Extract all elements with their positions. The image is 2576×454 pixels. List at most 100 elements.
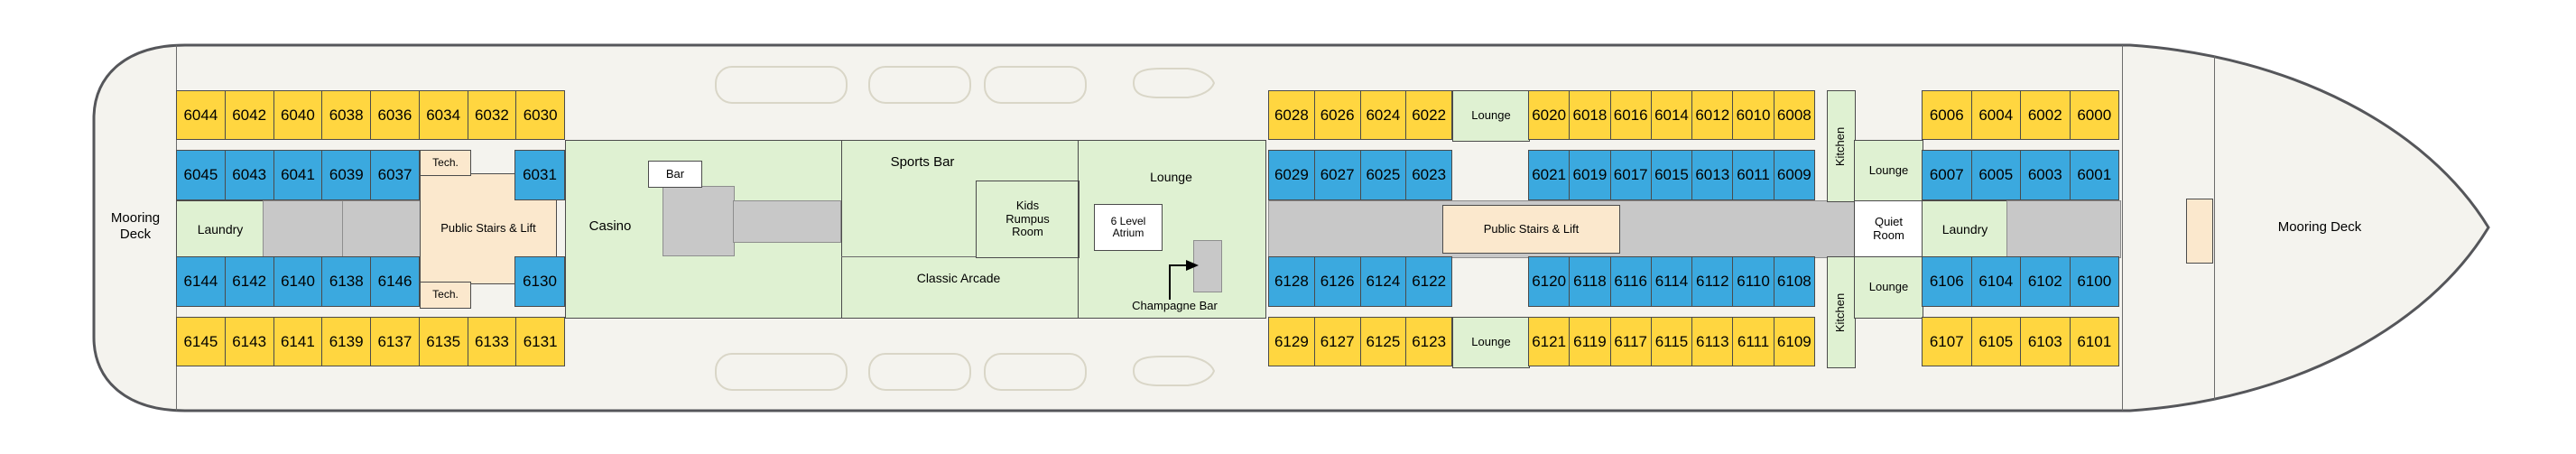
cabin-6110: 6110 xyxy=(1732,256,1774,307)
cabin-6034: 6034 xyxy=(418,90,468,140)
cabin-6116: 6116 xyxy=(1609,256,1652,307)
cabin-6027: 6027 xyxy=(1313,150,1361,200)
cabin-6113: 6113 xyxy=(1691,317,1734,366)
corridor-structure xyxy=(2006,200,2121,258)
cabin-6031-row: 6031 xyxy=(514,150,565,200)
cabin-6120: 6120 xyxy=(1528,256,1571,307)
lounge-mid-top-area: Lounge xyxy=(1452,90,1530,142)
cabin-6020: 6020 xyxy=(1528,90,1571,140)
bar-area: Bar xyxy=(648,161,702,188)
cabin-6014: 6014 xyxy=(1650,90,1693,140)
mooring-deck-left-label: Mooring Deck xyxy=(94,204,177,249)
cabin-6103: 6103 xyxy=(2020,317,2071,366)
cabin-6026: 6026 xyxy=(1313,90,1361,140)
cabin-6007: 6007 xyxy=(1922,150,1972,200)
cabin-6124: 6124 xyxy=(1359,256,1407,307)
quiet-room-label: Quiet Room xyxy=(1873,215,1904,242)
cabin-6106: 6106 xyxy=(1922,256,1972,307)
cabin-6013: 6013 xyxy=(1691,150,1734,200)
cabin-6004: 6004 xyxy=(1970,90,2021,140)
cabin-6108: 6108 xyxy=(1773,256,1815,307)
kids-rumpus-room-label: Kids Rumpus Room xyxy=(1005,198,1050,239)
lounge-mid-bottom-label: Lounge xyxy=(1471,335,1511,349)
laundry-right-label: Laundry xyxy=(1941,221,1988,236)
cabin-6130-row: 6130 xyxy=(514,256,565,307)
lifeboat-outline xyxy=(984,353,1087,391)
bulkhead-line xyxy=(2214,56,2215,400)
sports-bar-area xyxy=(841,140,1080,319)
cabin-6131: 6131 xyxy=(515,317,565,366)
kids-rumpus-room-area: Kids Rumpus Room xyxy=(976,181,1080,258)
cabin-6129: 6129 xyxy=(1268,317,1315,366)
cabin-6117: 6117 xyxy=(1609,317,1652,366)
cabin-6142: 6142 xyxy=(224,256,274,307)
corridor-structure xyxy=(342,200,422,258)
cabin-6040: 6040 xyxy=(273,90,323,140)
lifeboat-outline xyxy=(868,353,971,391)
lounge-right-top-area: Lounge xyxy=(1854,140,1923,202)
cabin-6127: 6127 xyxy=(1313,317,1361,366)
classic-arcade-label: Classic Arcade xyxy=(859,269,1058,287)
cabin-6123: 6123 xyxy=(1405,317,1452,366)
cabin-6143: 6143 xyxy=(224,317,274,366)
sports-bar-label-text: Sports Bar xyxy=(890,154,955,170)
mooring-deck-left-text: Mooring Deck xyxy=(110,210,161,242)
bow-stairs-area xyxy=(2186,199,2213,264)
lifeboat-outline xyxy=(984,66,1087,104)
champagne-bar-label-text: Champagne Bar xyxy=(1132,298,1218,312)
cabin-6017: 6017 xyxy=(1609,150,1652,200)
arcade-divider-line xyxy=(841,256,977,257)
champagne-bar-label: Champagne Bar xyxy=(1078,298,1272,314)
lounge-center-label: Lounge xyxy=(1078,168,1265,186)
kitchen-top-label: Kitchen xyxy=(1833,126,1848,166)
cabin-6028: 6028 xyxy=(1268,90,1315,140)
cabin-6115: 6115 xyxy=(1650,317,1693,366)
casino-structure xyxy=(733,200,841,243)
cabin-6102: 6102 xyxy=(2020,256,2071,307)
cabin-6141: 6141 xyxy=(273,317,323,366)
sports-bar-label: Sports Bar xyxy=(859,153,986,171)
cabin-6111: 6111 xyxy=(1732,317,1774,366)
lounge-right-bottom-label: Lounge xyxy=(1868,280,1909,294)
cabin-6011: 6011 xyxy=(1732,150,1774,200)
public-stairs-left-label: Public Stairs & Lift xyxy=(440,221,536,236)
casino-label-text: Casino xyxy=(588,218,632,234)
cabin-6029: 6029 xyxy=(1268,150,1315,200)
cabin-6112: 6112 xyxy=(1691,256,1734,307)
cabin-6002: 6002 xyxy=(2020,90,2071,140)
cabin-6125: 6125 xyxy=(1359,317,1407,366)
cabin-6025: 6025 xyxy=(1359,150,1407,200)
cabin-6146: 6146 xyxy=(370,256,420,307)
cabin-6022: 6022 xyxy=(1405,90,1452,140)
lounge-right-bottom-area: Lounge xyxy=(1854,256,1923,319)
cabin-6043: 6043 xyxy=(224,150,274,200)
quiet-room-area: Quiet Room xyxy=(1854,200,1923,258)
cabin-6006: 6006 xyxy=(1922,90,1972,140)
cabin-6012: 6012 xyxy=(1691,90,1734,140)
cabin-6118: 6118 xyxy=(1569,256,1611,307)
cabin-6145: 6145 xyxy=(176,317,226,366)
casino-structure xyxy=(663,186,735,256)
laundry-area-left: Laundry xyxy=(176,200,264,258)
kitchen-bottom-label: Kitchen xyxy=(1833,292,1848,332)
cabin-6114: 6114 xyxy=(1650,256,1693,307)
lounge-center-label-text: Lounge xyxy=(1150,169,1192,184)
mooring-deck-right-text: Mooring Deck xyxy=(2277,219,2362,235)
tender-boat-outline xyxy=(1132,356,1216,386)
cabin-6121: 6121 xyxy=(1528,317,1571,366)
cabin-6101: 6101 xyxy=(2069,317,2119,366)
cabin-6031: 6031 xyxy=(514,150,565,200)
cabin-6042: 6042 xyxy=(224,90,274,140)
tech-top-label: Tech. xyxy=(432,155,459,169)
cabin-6107: 6107 xyxy=(1922,317,1972,366)
